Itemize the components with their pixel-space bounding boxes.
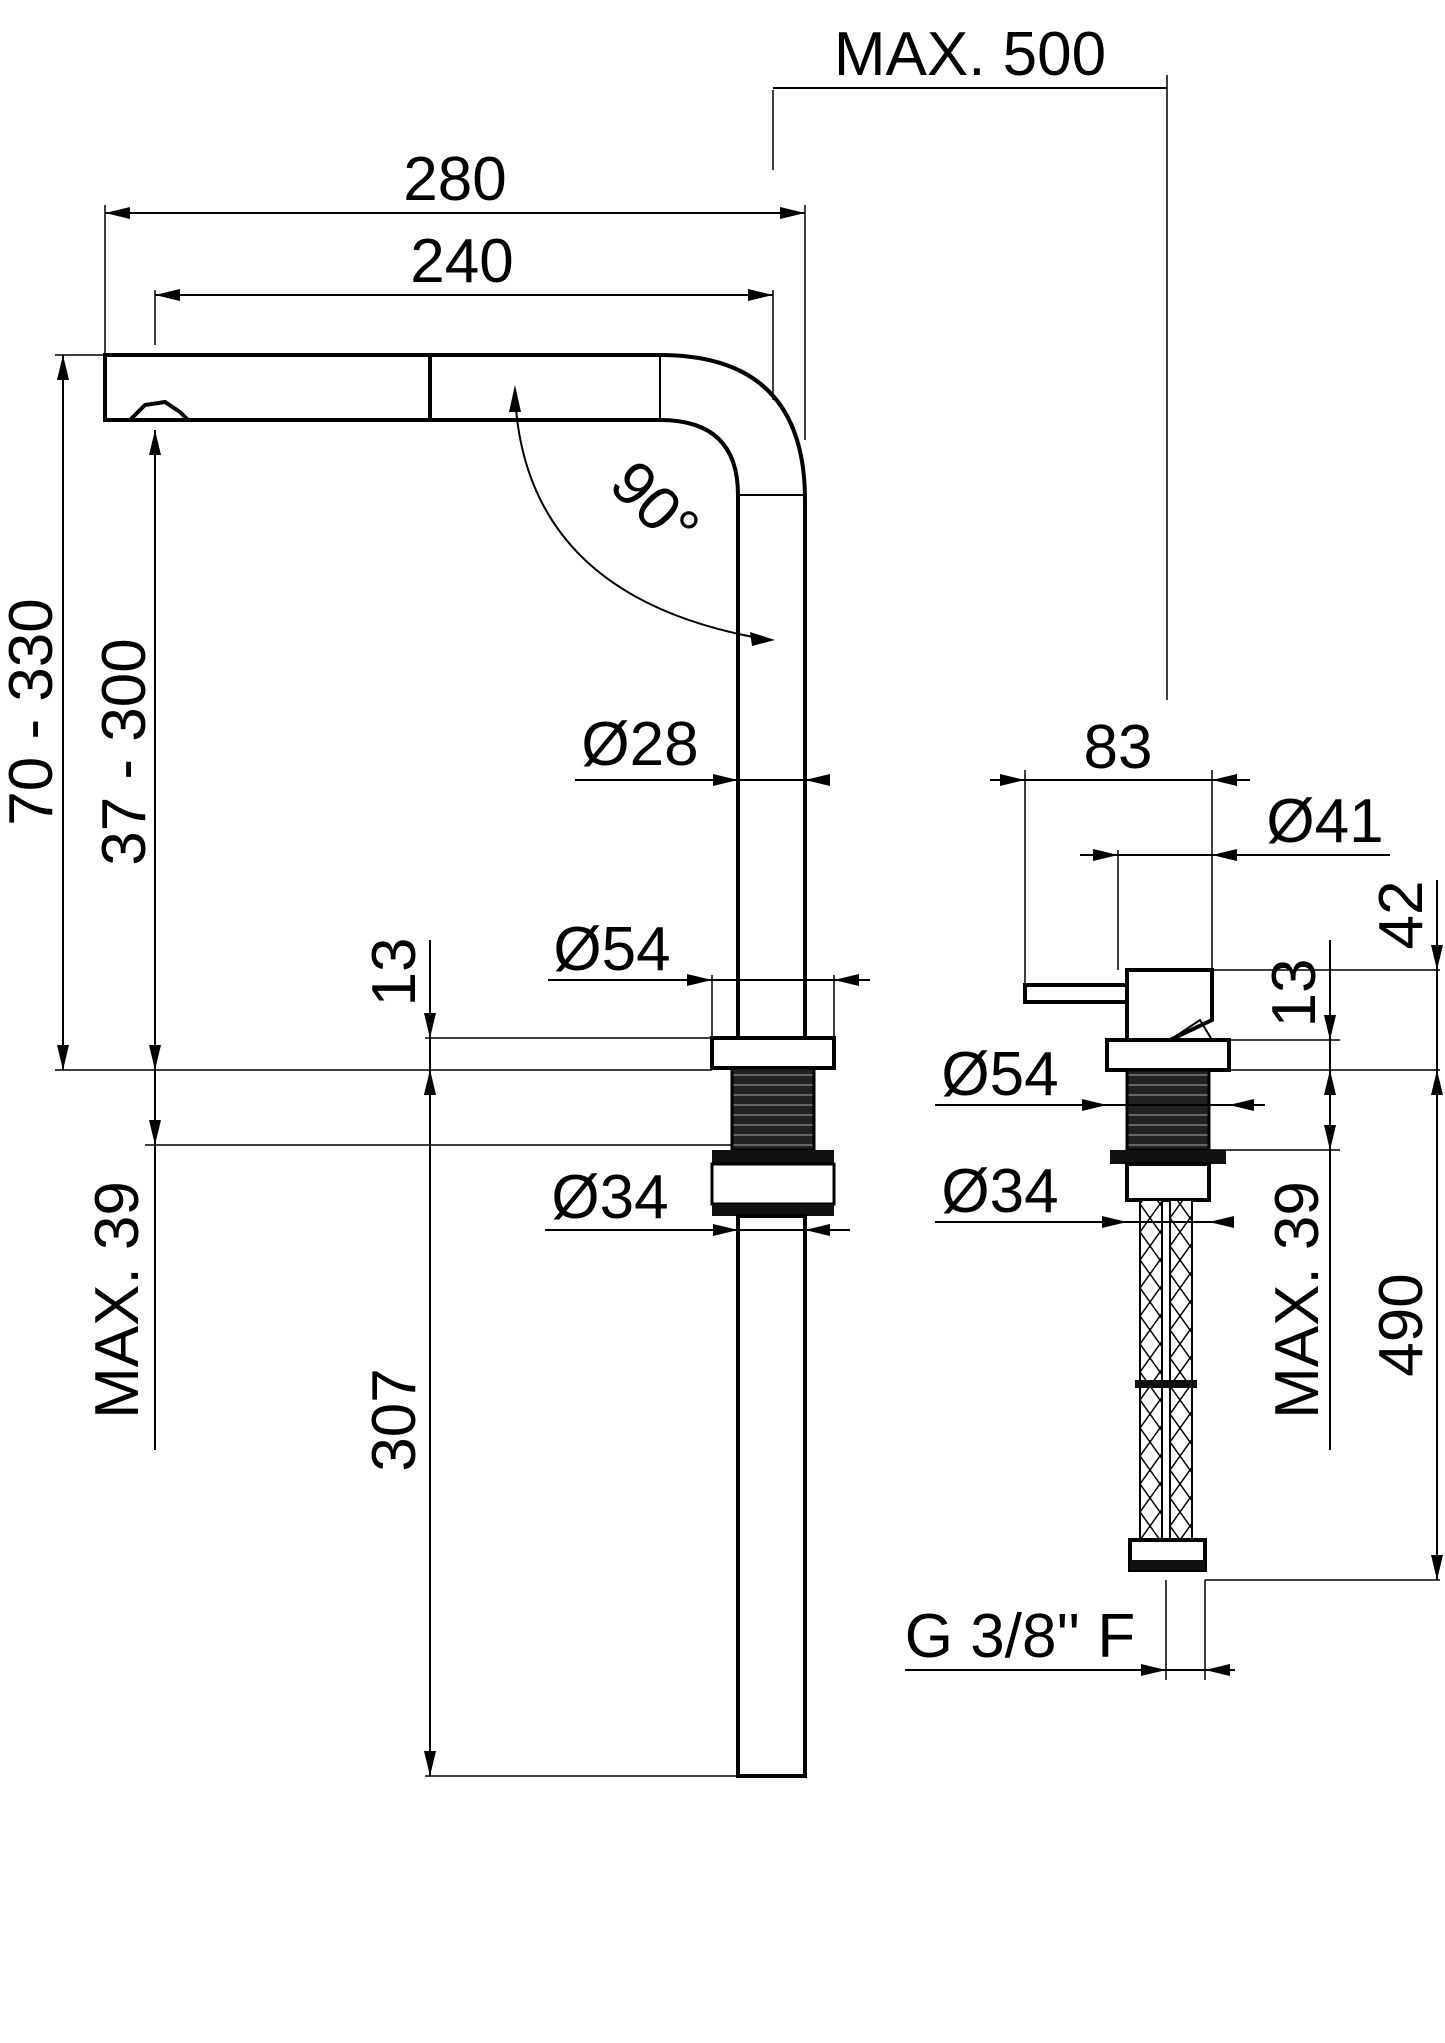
fixing-nut (712, 1150, 834, 1164)
side-view-faucet (1023, 968, 1231, 1572)
side-nut-body (1125, 1162, 1211, 1202)
arrow (1000, 774, 1025, 786)
arrow (1093, 849, 1118, 861)
dim-280: 280 (403, 145, 506, 214)
dim-13-front: 13 (360, 938, 429, 1007)
threaded-shank (730, 1066, 816, 1152)
hose-clip (1135, 1380, 1197, 1388)
arrow (1324, 1015, 1336, 1040)
arc-arrow-top (509, 385, 521, 412)
dim-70-330: 70 - 330 (0, 598, 66, 826)
arrow (1229, 1099, 1254, 1111)
dim-max39-front: MAX. 39 (83, 1181, 152, 1419)
base-collar (710, 1036, 836, 1070)
arrow (1431, 1070, 1443, 1095)
dim-max39-side: MAX. 39 (1263, 1181, 1332, 1419)
dim-490: 490 (1367, 1273, 1436, 1376)
arrow (1141, 1664, 1166, 1676)
handle-lever (1023, 983, 1129, 1004)
front-view-faucet (103, 353, 836, 1778)
arrow (1212, 774, 1237, 786)
arrow (155, 289, 180, 301)
dim-g38-f: G 3/8'' F (905, 1602, 1135, 1671)
dim-13-side: 13 (1260, 959, 1329, 1028)
dim-83: 83 (1084, 713, 1153, 782)
arrow (805, 1224, 830, 1236)
angle-label: 90° (597, 448, 712, 563)
dim-42: 42 (1367, 881, 1436, 950)
arrow (805, 774, 830, 786)
arrow (57, 355, 69, 380)
shank-tube (736, 1214, 807, 1778)
arrow (1431, 1555, 1443, 1580)
aerator (125, 399, 193, 422)
connector-nut (1130, 1560, 1205, 1570)
arc-arrow-bottom (750, 632, 775, 646)
hose-left (1139, 1199, 1163, 1541)
arrow (149, 1120, 161, 1145)
hose-right (1169, 1199, 1193, 1541)
dim-307: 307 (360, 1368, 429, 1471)
arrow (1324, 1125, 1336, 1150)
dim-37-300: 37 - 300 (90, 638, 159, 866)
arrow (687, 974, 712, 986)
dim-max-500: MAX. 500 (834, 20, 1106, 89)
arrow (1431, 945, 1443, 970)
side-shank (1125, 1068, 1211, 1152)
arrow (780, 207, 805, 219)
dim-d28: Ø28 (581, 710, 698, 779)
arrow (1102, 1216, 1127, 1228)
arrow (149, 1045, 161, 1070)
arrow (424, 1751, 436, 1776)
arrow (1082, 1099, 1107, 1111)
arrow (1209, 1216, 1234, 1228)
arrow (1205, 1664, 1230, 1676)
arrow (748, 289, 773, 301)
dim-d34-side: Ø34 (941, 1157, 1058, 1226)
arrow (713, 774, 738, 786)
arrow (424, 1013, 436, 1038)
arrow (57, 1045, 69, 1070)
dim-d41: Ø41 (1266, 787, 1383, 856)
mixer-body (1125, 968, 1214, 1042)
arrow (1212, 849, 1237, 861)
dim-d54-front: Ø54 (553, 915, 670, 984)
swivel-arc (514, 394, 771, 641)
fixing-plate (712, 1204, 834, 1216)
arrow (149, 430, 161, 455)
dim-d34-front: Ø34 (551, 1163, 668, 1232)
arrow (105, 207, 130, 219)
arrow (713, 1224, 738, 1236)
side-base (1105, 1038, 1231, 1072)
body-detail (1169, 1018, 1213, 1041)
fixing-bracket (710, 1162, 836, 1206)
dim-240: 240 (410, 227, 513, 296)
arrow (834, 974, 859, 986)
spout-arm (103, 353, 807, 1040)
dim-d54-side: Ø54 (941, 1040, 1058, 1109)
arrow (424, 1070, 436, 1095)
side-nut (1110, 1150, 1226, 1164)
